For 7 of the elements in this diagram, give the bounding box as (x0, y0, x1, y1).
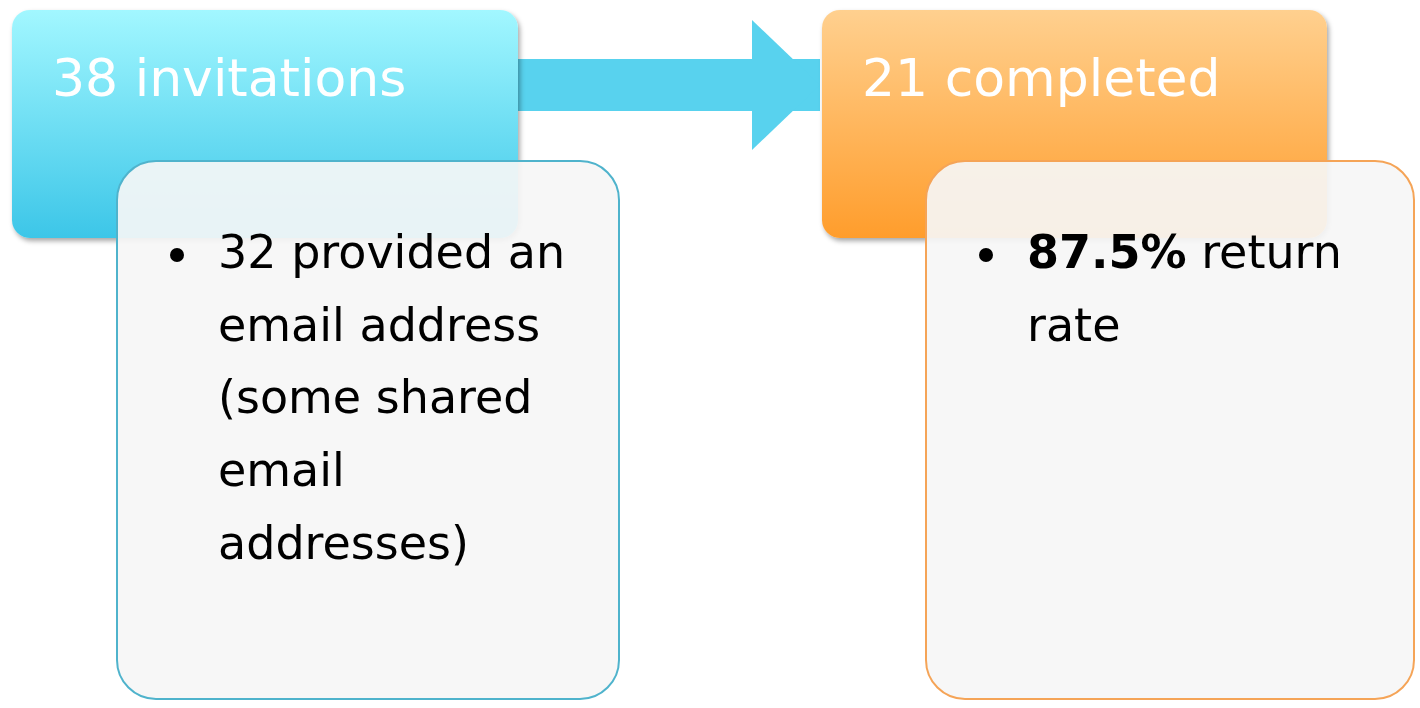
content-box (925, 160, 1415, 700)
bullet-text: 87.5% return rate (1027, 224, 1343, 354)
header-text: 38 invitations (52, 48, 407, 108)
block-arrow (518, 20, 820, 150)
content-box (116, 160, 620, 700)
header-text: 21 completed (862, 48, 1221, 108)
bullet-text: 32 provided an email address (some shared email addresses) (218, 224, 567, 572)
